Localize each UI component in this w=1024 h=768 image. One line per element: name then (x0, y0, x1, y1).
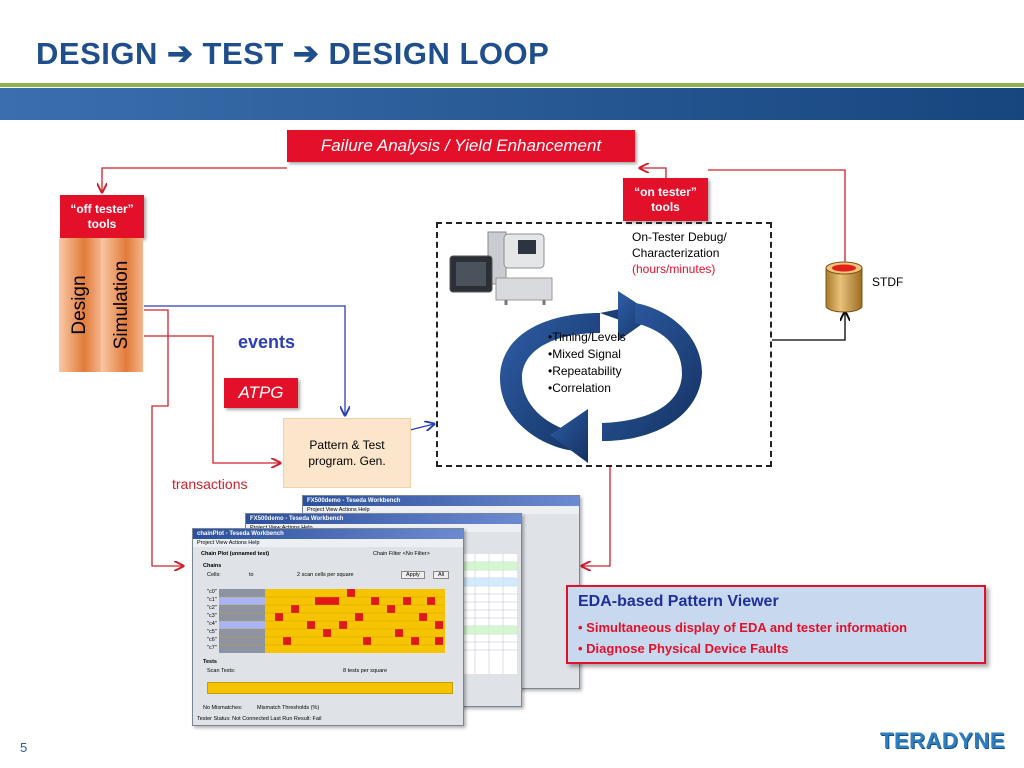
line-on-tester-to-stdf (708, 169, 846, 262)
stdf-label: STDF (872, 275, 904, 289)
chain-row-label: "c6" (207, 637, 217, 643)
page-number: 5 (20, 740, 28, 755)
on-tester-tools-box: “on tester” tools (623, 178, 708, 221)
off-tester-tools-box: “off tester” tools (60, 195, 144, 238)
chain-row-label: "c4" (207, 621, 217, 627)
bullet-repeatability: •Repeatability (548, 364, 622, 378)
simulation-column: Simulation (101, 238, 143, 372)
chain-row-label: "c2" (207, 605, 217, 611)
waveform-table-grid (461, 554, 517, 674)
apply-button[interactable]: Apply (401, 571, 425, 579)
bullet-mixed-signal: •Mixed Signal (548, 347, 621, 361)
window-menu: Project View Actions Help (193, 539, 463, 547)
window-title: chainPlot - Teseda Workbench (193, 529, 463, 539)
tests-heading: Tests (203, 659, 217, 665)
eda-line-2: • Diagnose Physical Device Faults (578, 641, 789, 656)
eda-title: EDA-based Pattern Viewer (578, 593, 779, 610)
no-mismatches-label: No Mismatches: (203, 705, 243, 711)
scan-tests-label: Scan Tests: (207, 668, 236, 674)
arrow-design-to-viewer (144, 309, 183, 566)
chains-heading: Chains (203, 563, 222, 569)
debug-text: On-Tester Debug/ Characterization (hours… (632, 229, 727, 277)
window-title: FX500demo - Teseda Workbench (246, 514, 521, 524)
design-label: Design (69, 275, 90, 335)
simulation-label: Simulation (111, 260, 132, 350)
arrow-stdf-to-debug (772, 312, 845, 341)
teradyne-logo: TERADYNE (880, 728, 1006, 753)
tester-machine-icon (449, 231, 553, 305)
cells-label: Cells: (207, 572, 221, 578)
pattern-test-gen-box: Pattern & Test program. Gen. (283, 418, 411, 488)
window-title: FX500demo - Teseda Workbench (303, 496, 579, 506)
arrow-events (144, 305, 345, 415)
bullet-correlation: •Correlation (548, 381, 611, 395)
debug-loop-arrows (500, 291, 702, 463)
debug-bullets: •Timing/Levels •Mixed Signal •Repeatabil… (548, 329, 626, 397)
chain-filter[interactable]: Chain Filter <No Filter> (373, 551, 430, 557)
failure-analysis-box: Failure Analysis / Yield Enhancement (287, 130, 635, 162)
bullet-timing: •Timing/Levels (548, 330, 626, 344)
chain-row-label: "c5" (207, 629, 217, 635)
title-underline (0, 83, 1024, 87)
debug-line-1: On-Tester Debug/ (632, 230, 727, 244)
events-label: events (238, 332, 296, 352)
chain-row-label: "c0" (207, 589, 217, 595)
arrow-on-tester-to-fa (640, 168, 667, 178)
chain-row-label: "c3" (207, 613, 217, 619)
chain-row-label: "c1" (207, 597, 217, 603)
chain-mismatch-grid (219, 589, 445, 653)
all-button[interactable]: All (433, 571, 450, 579)
arrow-fa-to-off-tester (102, 167, 287, 192)
scan-cells-label: 2 scan cells per square (297, 572, 354, 578)
transactions-label: transactions (172, 476, 248, 492)
debug-line-2: Characterization (632, 246, 720, 260)
window-menu: Project View Actions Help (303, 506, 579, 514)
arrow-debug-to-eda (582, 467, 611, 566)
header-band (0, 88, 1024, 120)
slide-title: DESIGN ➔ TEST ➔ DESIGN LOOP (36, 36, 550, 71)
debug-line-3: (hours/minutes) (632, 262, 716, 276)
eda-line-1: • Simultaneous display of EDA and tester… (578, 620, 908, 635)
chain-plot-window: chainPlot - Teseda Workbench Project Vie… (192, 528, 464, 726)
to-label: to (249, 572, 254, 578)
design-column: Design (59, 238, 101, 372)
arrow-transactions (144, 335, 280, 463)
tester-status: Tester Status: Not Connected Last Run Re… (197, 716, 322, 722)
tests-strip (207, 682, 453, 694)
mismatch-thresholds-label: Mismatch Thresholds (%) (257, 705, 320, 711)
on-tester-debug-region (436, 222, 772, 467)
eda-pattern-viewer-box: EDA-based Pattern Viewer • Simultaneous … (566, 585, 986, 664)
chain-row-label: "c7" (207, 645, 217, 651)
stdf-database-icon (825, 261, 863, 313)
arrow-pattern-to-debug (409, 424, 434, 430)
tests-per-square-label: 8 tests per square (343, 668, 388, 674)
atpg-box: ATPG (224, 378, 298, 408)
chain-plot-heading: Chain Plot (unnamed test) (201, 551, 270, 557)
